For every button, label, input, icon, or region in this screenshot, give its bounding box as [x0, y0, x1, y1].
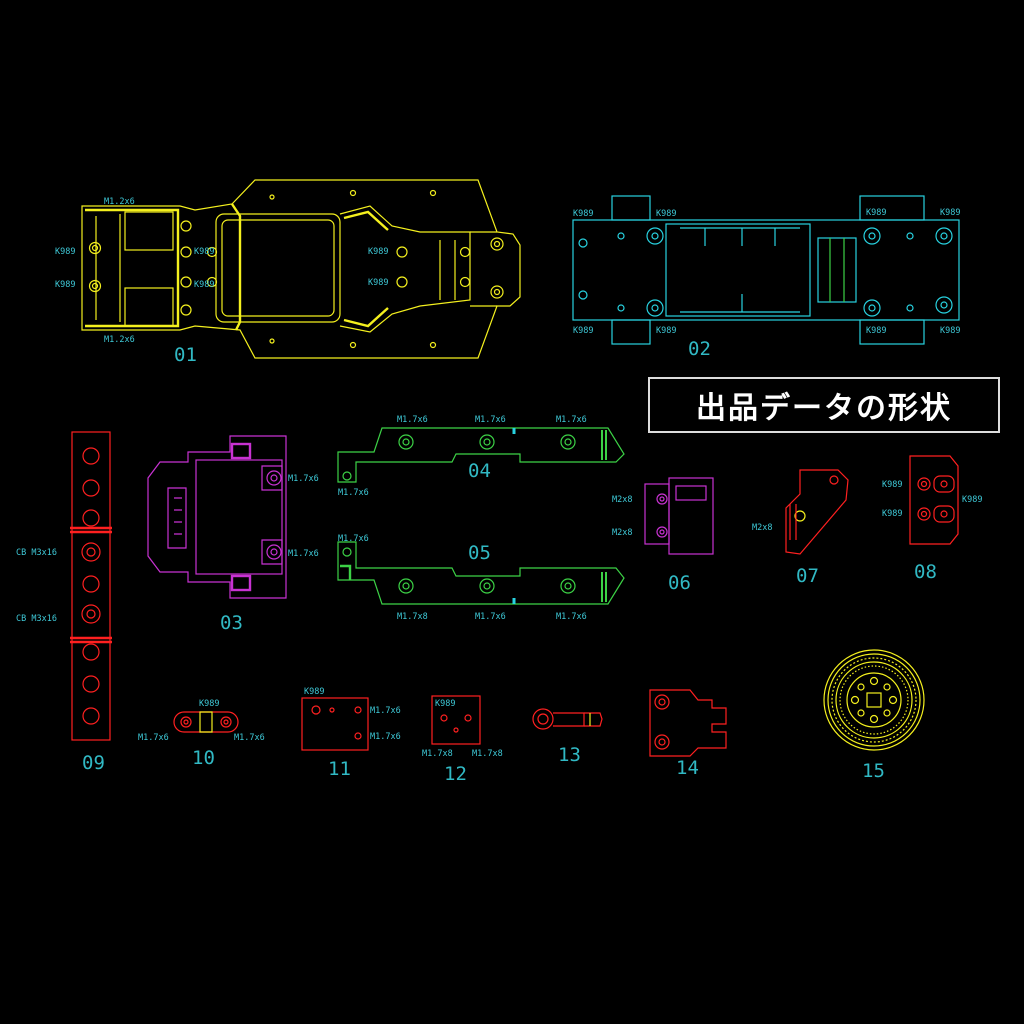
annotation-12-2: M1.7x8 [472, 749, 503, 759]
annotation-05-2: M1.7x6 [475, 612, 506, 622]
part-06 [644, 477, 714, 555]
part-02 [572, 195, 960, 345]
annotation-01-3: K989 [55, 280, 75, 290]
part-10 [173, 711, 239, 733]
annotation-04-3: M1.7x6 [338, 488, 369, 498]
annotation-01-5: K989 [194, 280, 214, 290]
annotation-02-7: K989 [940, 326, 960, 336]
annotation-01-1: M1.2x6 [104, 335, 135, 345]
annotation-11-2: M1.7x6 [370, 732, 401, 742]
part-number-05: 05 [468, 542, 491, 564]
annotation-11-1: M1.7x6 [370, 706, 401, 716]
part-number-09: 09 [82, 752, 105, 774]
annotation-12-1: M1.7x8 [422, 749, 453, 759]
annotation-02-1: K989 [656, 209, 676, 219]
annotation-04-1: M1.7x6 [475, 415, 506, 425]
annotation-09-0: CB M3x16 [16, 548, 57, 558]
part-number-04: 04 [468, 460, 491, 482]
annotation-06-0: M2x8 [612, 495, 632, 505]
part-number-03: 03 [220, 612, 243, 634]
part-number-11: 11 [328, 758, 351, 780]
annotation-06-1: M2x8 [612, 528, 632, 538]
part-number-02: 02 [688, 338, 711, 360]
annotation-03-1: M1.7x6 [288, 549, 319, 559]
annotation-11-0: K989 [304, 687, 324, 697]
part-number-12: 12 [444, 763, 467, 785]
annotation-01-4: K989 [194, 247, 214, 257]
annotation-03-0: M1.7x6 [288, 474, 319, 484]
annotation-10-0: K989 [199, 699, 219, 709]
part-number-01: 01 [174, 344, 197, 366]
annotation-01-6: K989 [368, 247, 388, 257]
annotation-07-0: M2x8 [752, 523, 772, 533]
part-11 [301, 697, 369, 751]
annotation-02-4: K989 [573, 326, 593, 336]
part-number-08: 08 [914, 561, 937, 583]
part-number-06: 06 [668, 572, 691, 594]
annotation-02-6: K989 [866, 326, 886, 336]
part-12 [431, 695, 481, 745]
part-number-10: 10 [192, 747, 215, 769]
annotation-05-0: M1.7x6 [338, 534, 369, 544]
annotation-02-0: K989 [573, 209, 593, 219]
annotation-01-2: K989 [55, 247, 75, 257]
annotation-05-1: M1.7x8 [397, 612, 428, 622]
part-14 [649, 689, 727, 757]
annotation-08-1: K989 [882, 509, 902, 519]
annotation-02-2: K989 [866, 208, 886, 218]
annotation-01-7: K989 [368, 278, 388, 288]
part-03 [147, 435, 287, 599]
annotation-10-2: M1.7x6 [234, 733, 265, 743]
part-04 [337, 427, 625, 483]
title-box: 出品データの形状 [648, 377, 1000, 433]
page-title: 出品データの形状 [696, 391, 952, 426]
annotation-08-0: K989 [882, 480, 902, 490]
annotation-08-2: K989 [962, 495, 982, 505]
annotation-02-5: K989 [656, 326, 676, 336]
part-number-14: 14 [676, 757, 699, 779]
annotation-12-0: K989 [435, 699, 455, 709]
part-number-07: 07 [796, 565, 819, 587]
annotation-02-3: K989 [940, 208, 960, 218]
annotation-09-1: CB M3x16 [16, 614, 57, 624]
part-08 [909, 455, 959, 545]
annotation-01-0: M1.2x6 [104, 197, 135, 207]
annotation-05-3: M1.7x6 [556, 612, 587, 622]
part-05 [337, 541, 625, 605]
annotation-04-2: M1.7x6 [556, 415, 587, 425]
annotation-10-1: M1.7x6 [138, 733, 169, 743]
part-01 [81, 179, 521, 359]
part-number-13: 13 [558, 744, 581, 766]
annotation-04-0: M1.7x6 [397, 415, 428, 425]
part-07 [785, 469, 849, 555]
part-09 [70, 431, 112, 741]
part-number-15: 15 [862, 760, 885, 782]
part-13 [532, 708, 603, 730]
part-15 [823, 649, 925, 751]
